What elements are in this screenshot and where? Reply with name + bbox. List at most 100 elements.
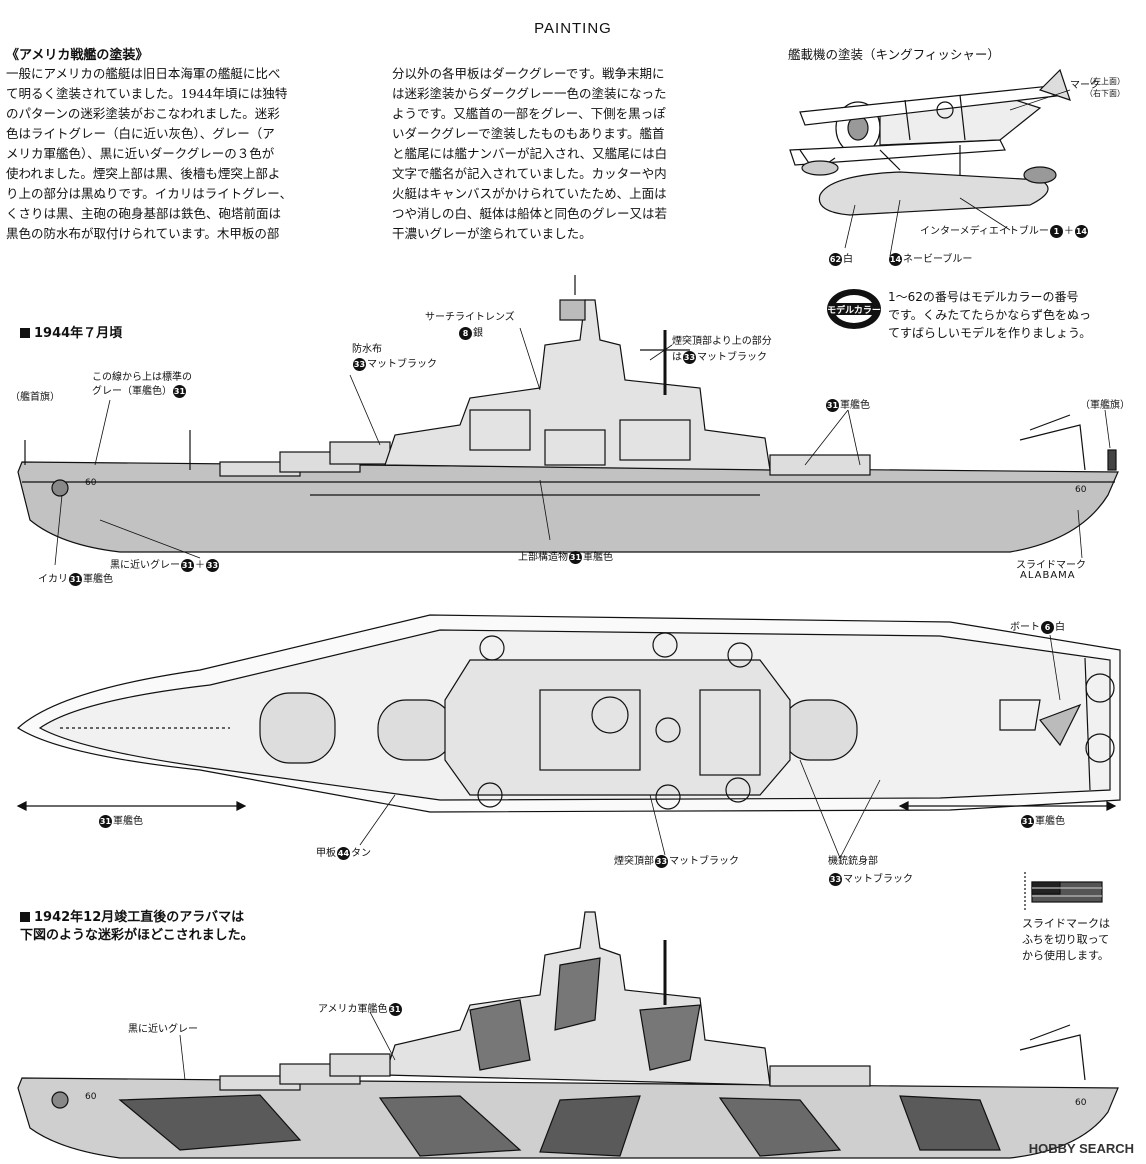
color-number-badge: 31 (173, 384, 186, 398)
ship-name-label: ALABAMA (1020, 570, 1076, 581)
line-label-2: グレー（軍艦色）31 (92, 382, 187, 398)
section-1944-heading: 1944年７月頃 (20, 322, 122, 341)
waterproof-label: 防水布 (352, 344, 382, 355)
deck-color-text: タン (351, 848, 371, 859)
camo-hull-number-bow: 60 (85, 1092, 97, 1102)
leader-lines (54, 89, 1111, 859)
intro-column-2: 分以外の各甲板はダークグレーです。戦争末期に は迷彩塗装からダークグレー一色の塗… (392, 64, 762, 244)
hull-number-stern: 60 (1075, 485, 1087, 495)
color-number-badge: 33 (206, 558, 219, 572)
color-number-badge: 31 (569, 550, 582, 564)
note-line: てすばらしいモデルを作りましょう。 (888, 326, 1092, 340)
intro-line: て明るく塗装されていました。1944年頃には独特 (6, 86, 288, 101)
intro-line: と艦尾には艦ナンバーが記入され、又艦尾には白 (392, 146, 668, 161)
hull-number-bow: 60 (85, 478, 97, 488)
flag-decal-drawing (1024, 872, 1103, 910)
dark-gray-text: 黒に近いグレー (110, 560, 180, 571)
deck-text: 甲板 (316, 848, 336, 859)
stack-label: 煙突頂部より上の部分 (672, 336, 772, 347)
mg-color-text: マットブラック (843, 874, 913, 885)
intro-line: 一般にアメリカの艦艇は旧日本海軍の艦艇に比べ (6, 66, 281, 81)
model-color-note: 1〜62の番号はモデルカラーの番号 です。くみたてたらかならず色をぬっ てすばら… (888, 288, 1091, 342)
color-number-badge: 33 (829, 872, 842, 886)
stack-color-text: マットブラック (697, 352, 767, 363)
plus-sign: ＋ (1063, 226, 1074, 237)
top-right-color-text: 軍艦色 (1035, 816, 1065, 827)
camo-dark-gray-label: 黒に近いグレー (128, 1024, 198, 1035)
watermark: HOBBY SEARCH (1028, 1141, 1134, 1156)
color-number-badge: 31 (1021, 814, 1034, 828)
intro-line: 使われました。煙突上部は黒、後檣も煙突上部よ (6, 166, 281, 181)
plane-navy-text: ネービーブルー (903, 254, 973, 265)
intro-line: は迷彩塗装からダークグレー一色の塗装になった (392, 86, 667, 101)
camo-hull-number-stern: 60 (1075, 1098, 1087, 1108)
searchlight-color-text: 銀 (473, 328, 483, 339)
note-line: から使用します。 (1022, 949, 1109, 962)
color-number-badge: 31 (181, 558, 194, 572)
color-number-badge: 62 (829, 252, 842, 266)
page-title: PAINTING (534, 20, 612, 37)
plane-mark-note-2: （右下面） (1085, 89, 1125, 98)
line-label-1: この線から上は標準の (92, 372, 192, 383)
square-bullet-icon (20, 912, 30, 922)
color-number-badge: 8 (459, 326, 472, 340)
stack-top-text: 煙突頂部 (614, 856, 654, 867)
top-view-drawing (17, 614, 1121, 813)
color-number-badge: 31 (388, 1002, 402, 1016)
dimension-arrows (16, 801, 1117, 811)
navy-gray-text: 軍艦色 (840, 400, 870, 411)
stern-flag-label: （軍艦旗） (1080, 400, 1130, 411)
intro-line: 色はライトグレー（白に近い灰色）、グレー（ア (6, 126, 275, 141)
anchor-text: イカリ (38, 574, 68, 585)
note-line: 1〜62の番号はモデルカラーの番号 (888, 290, 1079, 304)
boat-color-text: 白 (1055, 622, 1065, 633)
superstructure-text: 上部構造物 (518, 552, 568, 563)
searchlight-label: サーチライトレンズ (425, 312, 515, 323)
slide-mark-label: スライドマーク (1016, 560, 1086, 571)
color-number-badge: 33 (655, 854, 668, 868)
intro-line: ようです。又艦首の一部をグレー、下側を黒っぽ (392, 106, 666, 121)
camo-navy-gray-text: アメリカ軍艦色 (318, 1004, 388, 1015)
stack-prefix: は (672, 352, 682, 363)
intro-line: 干濃いグレーが塗られていました。 (392, 226, 592, 241)
color-number-badge: 31 (826, 398, 839, 412)
color-number-badge: 14 (889, 252, 902, 266)
color-number-badge: 31 (69, 572, 82, 586)
color-number-badge: 6 (1041, 620, 1054, 634)
intro-line: メリカ軍艦色）、黒に近いダークグレーの３色が (6, 146, 275, 161)
boat-text: ボート (1010, 622, 1040, 633)
note-line: です。くみたてたらかならず色をぬっ (888, 308, 1092, 322)
plane-blue-text: インターメディエイトブルー (920, 226, 1049, 237)
note-line: ふちを切り取って (1022, 933, 1110, 946)
intro-line: り上の部分は黒ぬりです。イカリはライトグレー、 (6, 186, 293, 201)
stack-top-color-text: マットブラック (669, 856, 739, 867)
anchor-color-text: 軍艦色 (83, 574, 113, 585)
model-color-logo: モデルカラー (826, 288, 882, 330)
color-number-badge: 33 (683, 350, 696, 364)
model-color-logo-text: モデルカラー (827, 304, 881, 316)
intro-heading: 《アメリカ戦艦の塗装》 (6, 48, 149, 63)
side-view-1944-drawing (17, 275, 1119, 553)
plane-white-text: 白 (843, 254, 853, 265)
intro-line: のパターンの迷彩塗装がおこなわれました。迷彩 (6, 106, 280, 121)
plus-sign: ＋ (195, 560, 205, 571)
kingfisher-plane-drawing (789, 68, 1071, 216)
intro-line: 黒色の防水布が取付けられています。木甲板の部 (6, 226, 280, 241)
intro-line: 文字で艦名が記入されていました。カッターや内 (392, 166, 667, 181)
intro-line: 分以外の各甲板はダークグレーです。戦争末期に (392, 66, 665, 81)
waterproof-color-text: マットブラック (367, 359, 437, 370)
section-1942-heading: 1942年12月竣工直後のアラバマは (20, 906, 244, 925)
mg-label: 機銃銃身部 (828, 856, 878, 867)
slide-note: スライドマークは ふちを切り取って から使用します。 (1022, 916, 1110, 964)
bow-flag-label: （艦首旗） (10, 392, 60, 403)
